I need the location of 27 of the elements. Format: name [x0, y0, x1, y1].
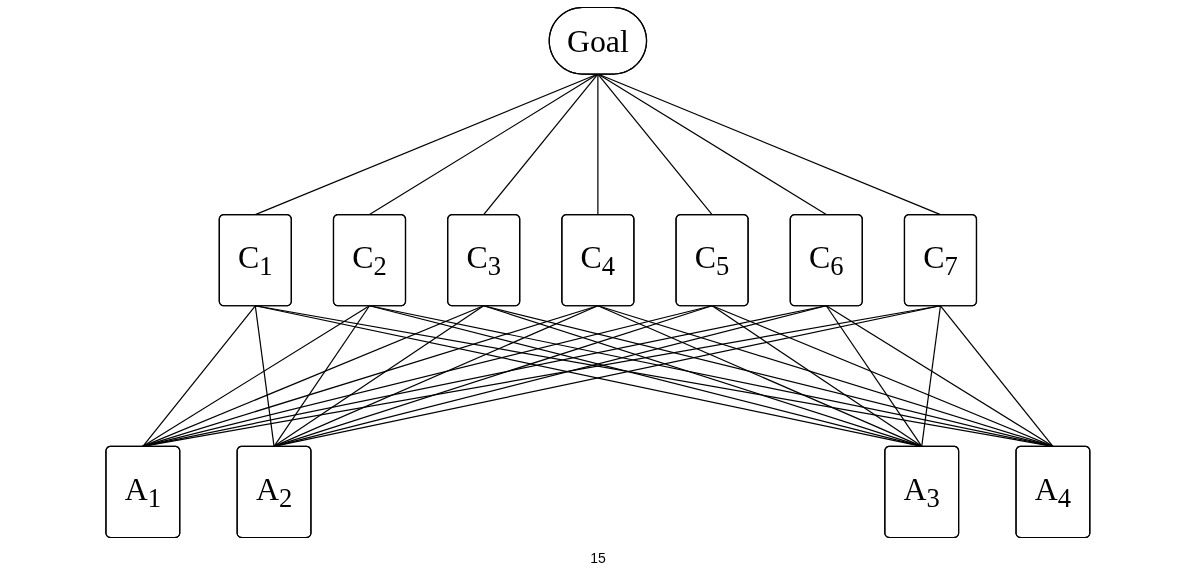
- connector: [825, 305, 923, 447]
- connector: [273, 305, 485, 447]
- connector: [597, 305, 923, 447]
- connector: [273, 305, 713, 447]
- connector: [142, 305, 371, 447]
- page-number: 15: [590, 550, 606, 566]
- connector: [711, 305, 923, 447]
- connector: [597, 73, 713, 216]
- connector: [597, 73, 599, 216]
- connector: [483, 305, 1054, 447]
- connector: [597, 305, 1054, 447]
- connector: [254, 305, 275, 447]
- connector: [273, 305, 599, 447]
- connector: [142, 305, 713, 447]
- connector: [825, 305, 1054, 447]
- connector: [142, 305, 485, 447]
- connector: [597, 73, 827, 216]
- connector: [711, 305, 1054, 447]
- connector: [939, 305, 1054, 447]
- connector: [483, 73, 599, 216]
- connector: [273, 305, 371, 447]
- connector: [142, 305, 599, 447]
- connector: [254, 73, 599, 216]
- connector: [369, 73, 599, 216]
- connector: [921, 305, 942, 447]
- connector: [273, 305, 827, 447]
- connector: [142, 305, 256, 447]
